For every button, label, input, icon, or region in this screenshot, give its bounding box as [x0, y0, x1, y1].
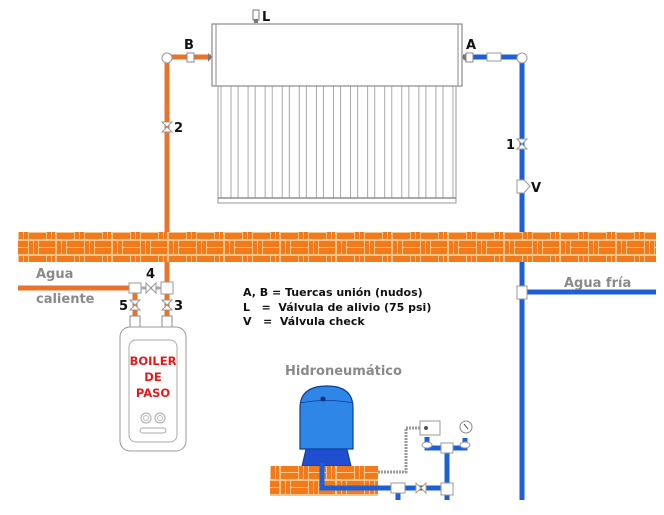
vacuum-tube: [322, 79, 334, 198]
tee-fitting: [160, 281, 174, 295]
legend-item: V = Válvula check: [243, 315, 365, 328]
valve-5-label: 5: [119, 299, 128, 314]
vacuum-tube: [374, 79, 386, 198]
legend: A, B = Tuercas unión (nudos) L = Válvula…: [243, 286, 431, 328]
hydro-label: Hidroneumático: [285, 364, 402, 379]
pressure-switch-icon: [419, 420, 441, 436]
vacuum-tube: [357, 79, 369, 198]
valve-2-icon: [160, 121, 174, 133]
relief-valve-icon: [252, 9, 260, 21]
vacuum-tube: [305, 79, 317, 198]
storage-tank: [211, 23, 463, 87]
pipe-coupling: [486, 52, 502, 62]
vacuum-tube: [425, 79, 437, 198]
vacuum-tube: [391, 79, 403, 198]
boiler-connector: [161, 315, 173, 329]
vacuum-tube: [288, 79, 300, 198]
union-a-label: A: [466, 38, 476, 53]
valve-4-icon: [145, 281, 157, 295]
boiler: BOILER DE PASO: [119, 326, 187, 452]
valve-1-icon: [515, 138, 529, 150]
vacuum-tube: [254, 79, 266, 198]
union-b-label: B: [184, 38, 194, 53]
solar-collector: L: [211, 9, 463, 204]
valve-1-label: 1: [506, 138, 515, 153]
valve-4-label: 4: [146, 267, 155, 282]
union-nut-b-icon: [186, 52, 195, 63]
valve-3-label: 3: [174, 299, 183, 314]
legend-item: A, B = Tuercas unión (nudos): [243, 286, 423, 299]
boiler-label-line3: PASO: [136, 386, 171, 400]
relief-valve-label: L: [262, 10, 270, 25]
boiler-label-line1: BOILER: [130, 354, 177, 368]
tee-fitting: [440, 482, 454, 496]
vacuum-tube: [442, 79, 454, 198]
check-valve-icon: [516, 179, 531, 194]
vacuum-tube: [340, 79, 352, 198]
valve-icon: [415, 481, 427, 495]
hot-water-label-line2: caliente: [36, 292, 95, 307]
hot-water-label-line1: Agua: [36, 267, 73, 282]
union-nut-a-icon: [465, 52, 474, 63]
brick-wall: [18, 232, 656, 262]
hydropneumatic-system: [270, 385, 473, 500]
boiler-connector: [129, 315, 141, 329]
check-valve-label: V: [531, 181, 541, 196]
valve-5-icon: [128, 299, 142, 311]
boiler-knob-icon: [154, 412, 166, 424]
cold-water-label: Agua fría: [564, 276, 631, 291]
tee-fitting: [128, 282, 142, 294]
elbow-fitting: [161, 52, 173, 64]
valve-3-icon: [160, 299, 174, 311]
vacuum-tube: [220, 79, 232, 198]
hydro-tank-base: [301, 448, 352, 467]
tee-fitting: [516, 285, 528, 300]
valve-2-label: 2: [174, 121, 183, 136]
boiler-knob-icon: [140, 412, 152, 424]
vacuum-tube: [237, 79, 249, 198]
boiler-label-line2: DE: [144, 370, 162, 384]
hydro-tank: [299, 385, 354, 450]
legend-item: L = Válvula de alivio (75 psi): [243, 301, 431, 314]
vacuum-tube: [408, 79, 420, 198]
tee-fitting: [440, 442, 454, 454]
collector-frame: [217, 67, 457, 204]
elbow-fitting: [516, 52, 528, 64]
tee-fitting: [390, 482, 406, 494]
vacuum-tube: [271, 79, 283, 198]
